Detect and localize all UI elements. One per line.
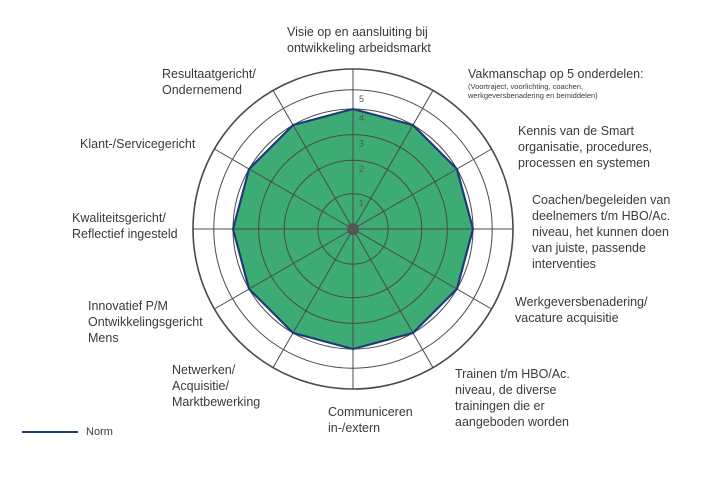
spoke-11 [214,148,354,230]
spoke-3 [352,148,492,230]
spoke-8 [272,228,354,368]
spoke-5 [352,228,492,310]
axis-label-kwaliteitsgericht: Kwaliteitsgericht/Reflectief ingesteld [72,211,178,241]
scale-label-2: 2 [359,164,364,174]
center-dot [347,223,359,235]
scale-label-1: 1 [359,198,364,208]
spoke-12 [272,90,354,230]
chart-legend: Norm [22,426,113,438]
axis-label-resultaatgericht: Resultaatgericht/Ondernemend [162,67,256,97]
axis-label-werkgeversbenadering: Werkgeversbenadering/vacature acquisitie [515,295,648,325]
spoke-2 [352,90,434,230]
spoke-9 [214,228,354,310]
axis-label-klantgericht: Klant-/Servicegericht [80,137,196,151]
legend-label: Norm [86,426,113,438]
scale-label-4: 4 [359,113,364,123]
scale-label-5: 5 [359,94,364,104]
series-line-norm [231,107,475,351]
scale-label-3: 3 [359,139,364,149]
spoke-6 [352,228,434,368]
axis-label-vakmanschap: Vakmanschap op 5 onderdelen: (Voortrajec… [468,67,644,100]
legend-line-swatch [22,431,78,433]
axis-label-netwerken: Netwerken/Acquisitie/Marktbewerking [172,363,261,409]
